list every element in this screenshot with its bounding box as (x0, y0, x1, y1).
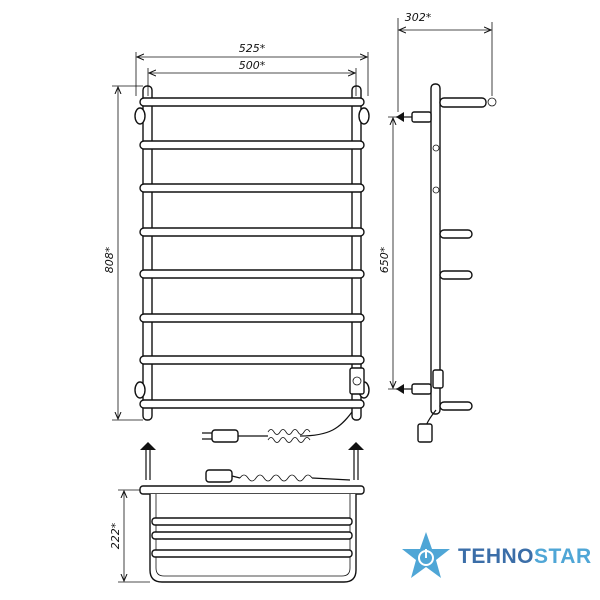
brand-logo: TEHNOSTAR (400, 530, 595, 585)
left-bottom-mount (134, 381, 146, 399)
rung-5 (139, 269, 365, 279)
side-plug (417, 423, 433, 443)
dim-overall-width: 525* (239, 42, 266, 55)
top-cord (231, 475, 351, 481)
side-hole-2 (432, 186, 440, 194)
side-top-bracket (411, 111, 432, 123)
top-rung-1 (151, 517, 353, 526)
side-hole-1 (432, 144, 440, 152)
top-rung-2 (151, 531, 353, 540)
side-rung-end (487, 97, 497, 107)
rungs (139, 97, 365, 409)
top-cord-coil (239, 474, 313, 482)
rung-7 (139, 355, 365, 365)
power-plug (211, 429, 239, 443)
rung-3 (139, 183, 365, 193)
side-rung-top (439, 97, 487, 108)
top-rung-3 (151, 549, 353, 558)
side-view: 302* 650* (378, 11, 497, 443)
dim-mount-spacing: 650* (378, 246, 391, 273)
side-rung-2 (439, 229, 473, 239)
top-right-arrow (348, 442, 364, 450)
brand-name: TEHNOSTAR (458, 545, 592, 569)
left-post (142, 85, 153, 421)
rung-4 (139, 227, 365, 237)
top-left-arrow (140, 442, 156, 450)
rung-1 (139, 97, 365, 107)
rung-6 (139, 313, 365, 323)
side-rung-bottom (439, 401, 473, 411)
heater-housing (349, 367, 365, 395)
power-star-icon (402, 532, 450, 578)
top-inner-loop (155, 494, 351, 577)
brand-name-part-b: STAR (534, 545, 592, 568)
dim-depth-side: 302* (405, 11, 432, 24)
top-left-mount (145, 448, 151, 480)
side-post (430, 83, 441, 415)
plug-pins (202, 432, 212, 440)
top-right-mount (353, 448, 359, 480)
heater-knob (352, 376, 362, 386)
top-plug (205, 469, 233, 483)
right-top-mount (358, 107, 370, 125)
dim-rail-width: 500* (239, 59, 266, 72)
power-cord (299, 411, 353, 437)
dim-overall-height: 808* (103, 246, 116, 273)
side-bottom-bracket (411, 383, 432, 395)
brand-name-part-a: TEHNO (458, 545, 534, 568)
front-view: 525* 500* 808* (103, 42, 370, 443)
right-post (351, 85, 362, 421)
rung-2 (139, 140, 365, 150)
top-back-rail (139, 485, 365, 495)
left-top-mount (134, 107, 146, 125)
cord-coil (267, 429, 311, 443)
side-rung-3 (439, 270, 473, 280)
rung-8 (139, 399, 365, 409)
dim-depth-bottom: 222* (109, 522, 122, 549)
side-heater (432, 369, 444, 389)
top-view: 222* (109, 442, 365, 583)
